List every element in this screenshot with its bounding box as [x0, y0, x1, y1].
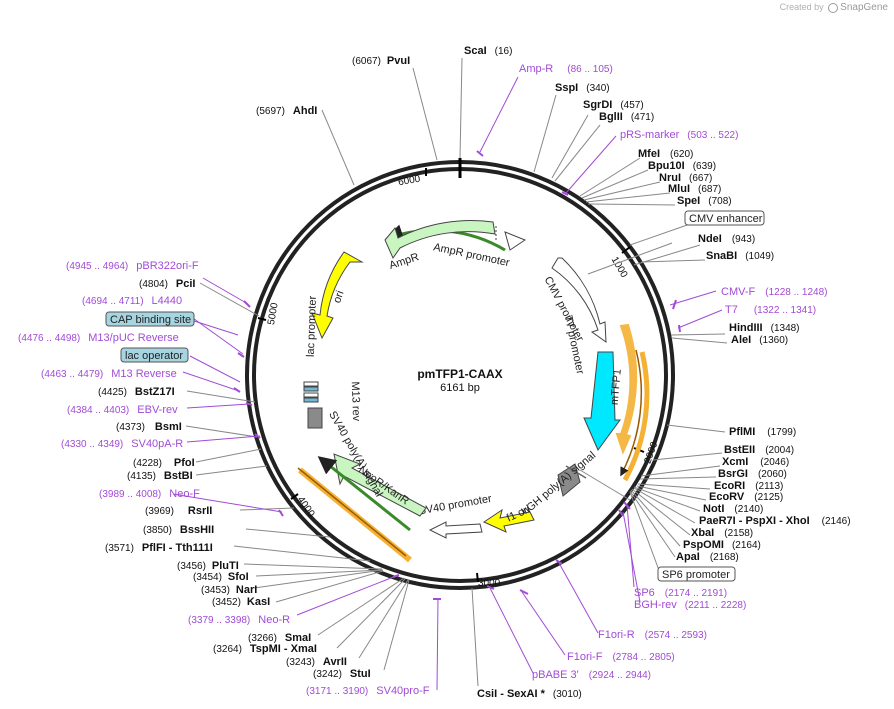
primer-m13rev-label: (4463 .. 4479)M13 Reverse: [41, 368, 177, 380]
primer-f1orir-label: F1ori-R(2574 .. 2593): [598, 629, 707, 641]
primer-l4440-label: (4694 .. 4711)L4440: [82, 295, 182, 307]
enzyme-scai-label: ScaI(16): [464, 45, 512, 57]
boxed-sp6prom: SP6 promoter: [662, 569, 730, 581]
boxed-lacop: lac operator: [125, 350, 183, 362]
enzyme-hindiii-label: HindIII(1348): [729, 322, 800, 334]
enzyme-ndei-label: NdeI(943): [698, 233, 755, 245]
enzyme-nrui-label: NruI(667): [659, 172, 712, 184]
enzyme-pflmi-label: PflMI(1799): [729, 426, 796, 438]
snapgene-credit: Created by SnapGene: [780, 2, 888, 13]
primer-prs-label: pRS-marker(503 .. 522): [620, 129, 738, 141]
primer-m13puc-label: (4476 .. 4498)M13/pUC Reverse: [18, 332, 179, 344]
enzyme-ahdi-label: (5697)AhdI: [256, 105, 317, 117]
enzyme-bsteii-label: BstEII(2004): [724, 444, 794, 456]
primer-sv40pa-label: (4330 .. 4349)SV40pA-R: [61, 438, 183, 450]
enzyme-labels: ScaI(16) (6067)PvuI SspI(340) SgrDI(457)…: [98, 45, 851, 700]
enzyme-ecori-label: EcoRI(2113): [714, 480, 783, 492]
enzyme-sgrdi-label: SgrDI(457): [583, 99, 644, 111]
primer-leader-lines: [172, 76, 723, 691]
primer-bghrev-label: BGH-rev(2211 .. 2228): [634, 599, 746, 611]
primer-neof-label: (3989 .. 4008)Neo-F: [99, 488, 200, 500]
tick-3000: 3000: [478, 578, 501, 589]
enzyme-xcmi-label: XcmI(2046): [722, 456, 789, 468]
enzyme-bstz17i-label: (4425)BstZ17I: [98, 386, 175, 398]
enzyme-rsrii-label: (3969)RsrII: [145, 505, 212, 517]
enzyme-sfoi-label: (3454)SfoI: [193, 571, 249, 583]
primer-ampr-label: Amp-R(86 .. 105): [519, 63, 613, 75]
credit-prefix: Created by: [779, 2, 824, 12]
enzyme-bglii-label: BglII(471): [599, 111, 654, 123]
enzyme-bstbi-label: (4135)BstBI: [127, 470, 193, 482]
primer-pbr322-label: (4945 .. 4964)pBR322ori-F: [66, 260, 199, 272]
primer-ebv-label: (4384 .. 4403)EBV-rev: [67, 404, 178, 416]
enzyme-pfoi-label: (4228)PfoI: [133, 457, 195, 469]
enzyme-spei-label: SpeI(708): [677, 195, 732, 207]
enzyme-mfei-label: MfeI(620): [638, 148, 693, 160]
tick-1000: 1000: [609, 255, 630, 280]
enzyme-stui-label: (3242)StuI: [313, 668, 371, 680]
feature-lacprom: lac promoter: [305, 295, 319, 357]
scale-ticks: 1000 2000 3000 4000 5000 6000: [257, 168, 661, 589]
enzyme-pflfi-label: (3571)PflFI - Tth111I: [105, 542, 213, 554]
enzyme-apai-label: ApaI(2168): [676, 551, 739, 563]
feature-ori: ori: [331, 289, 346, 305]
feature-bgh: bGH poly(A) signal: [520, 449, 598, 518]
boxed-labels: CMV enhancer SP6 promoter CAP binding si…: [105, 210, 765, 582]
enzyme-pvui-label: (6067)PvuI: [352, 55, 410, 67]
enzyme-xbai-label: XbaI(2158): [691, 527, 753, 539]
enzyme-noti-label: NotI(2140): [703, 503, 763, 515]
enzyme-sspi-label: SspI(340): [555, 82, 610, 94]
plasmid-name: pmTFP1-CAAX: [417, 367, 502, 381]
enzyme-smai-label: (3266)SmaI: [248, 632, 311, 644]
enzyme-ecorv-label: EcoRV(2125): [709, 491, 783, 503]
feature-m13: M13 rev: [349, 381, 362, 422]
enzyme-pluti-label: (3456)PluTI: [177, 560, 239, 572]
tick-6000: 6000: [397, 174, 421, 189]
feature-t7prom: T7 promoter: [562, 314, 586, 375]
primer-sv40pro-label: (3171 .. 3190)SV40pro-F: [306, 685, 430, 697]
enzyme-alei-label: AleI(1360): [731, 334, 788, 346]
primer-t7-label: T7(1322 .. 1341): [725, 304, 816, 316]
enzyme-bsmi-label: (4373)BsmI: [116, 421, 182, 433]
enzyme-kasi-label: (3452)KasI: [212, 596, 270, 608]
features: AmpR promoter AmpR ori CMV promoter T7 p…: [297, 220, 650, 563]
primer-pbabe-label: pBABE 3'(2924 .. 2944): [532, 669, 651, 681]
enzyme-nari-label: (3453)NarI: [201, 584, 257, 596]
boxed-cmvenh: CMV enhancer: [689, 213, 763, 225]
feature-sv40prom: SV40 promoter: [418, 493, 493, 518]
primer-cmvf-label: CMV-F(1228 .. 1248): [721, 286, 828, 298]
enzyme-csii-label: CsiI - SexAI *(3010): [477, 688, 582, 700]
enzyme-bpu10i-label: Bpu10I(639): [648, 160, 716, 172]
enzyme-avrii-label: (3243)AvrII: [286, 656, 347, 668]
enzyme-bsrgi-label: BsrGI(2060): [718, 468, 787, 480]
plasmid-size: 6161 bp: [440, 382, 480, 394]
leader-lines: [185, 57, 728, 687]
tick-5000: 5000: [266, 302, 281, 326]
primer-labels: Amp-R(86 .. 105) pRS-marker(503 .. 522) …: [18, 63, 828, 697]
boxed-cap: CAP binding site: [110, 314, 191, 326]
credit-brand: SnapGene: [840, 2, 888, 13]
enzyme-bsshii-label: (3850)BssHII: [143, 524, 214, 536]
feature-mtfp1: mTFP1: [609, 368, 624, 405]
snapgene-logo-icon: [828, 2, 839, 13]
primer-neor-label: (3379 .. 3398)Neo-R: [188, 614, 290, 626]
enzyme-psp-label: PspOMI(2164): [683, 539, 761, 551]
primer-sp6-label: SP6(2174 .. 2191): [634, 587, 727, 599]
primer-f1orif-label: F1ori-F(2784 .. 2805): [567, 651, 675, 663]
enzyme-paer7i-label: PaeR7I - PspXI - XhoI(2146): [699, 515, 851, 527]
enzyme-pcii-label: (4804)PciI: [139, 278, 195, 290]
enzyme-tspmi-label: (3264)TspMI - XmaI: [213, 643, 317, 655]
enzyme-mlui-label: MluI(687): [668, 183, 721, 195]
enzyme-snabi-label: SnaBI(1049): [706, 250, 774, 262]
